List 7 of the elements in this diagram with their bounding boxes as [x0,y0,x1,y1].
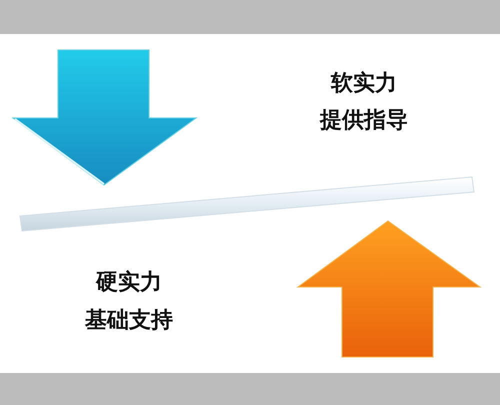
concept-text: 软实力 [331,71,397,97]
concept-text: 硬实力 [96,270,162,296]
down-block-arrow [12,49,197,186]
description-text: 提供指导 [320,108,408,134]
description-text: 基础支持 [85,308,173,334]
up-block-arrow [297,220,481,358]
tilted-bar [19,176,476,233]
